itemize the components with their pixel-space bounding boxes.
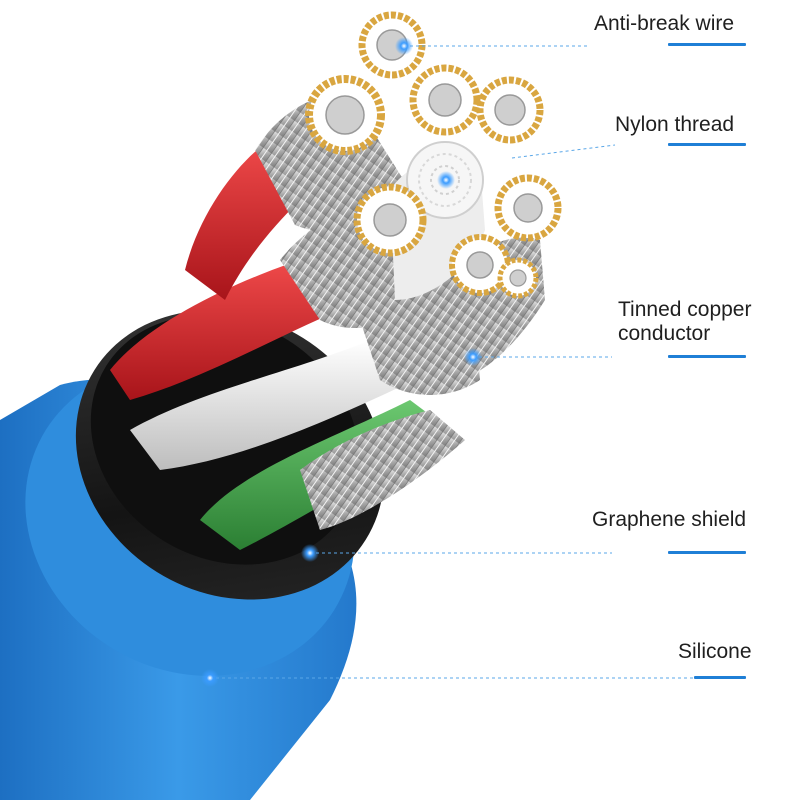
- marker-graphene-shield: [301, 544, 319, 562]
- label-nylon-thread: Nylon thread: [615, 113, 735, 136]
- copper-strand-ends: [305, 11, 562, 299]
- underline-silicone: [694, 676, 746, 679]
- underline-tinned-copper: [668, 355, 746, 358]
- callout-markers: [201, 37, 482, 687]
- label-anti-break-wire: Anti-break wire: [594, 12, 735, 35]
- marker-tinned-copper: [464, 348, 482, 366]
- marker-nylon-thread: [437, 171, 455, 189]
- underline-anti-break-wire: [668, 43, 746, 46]
- label-graphene-shield: Graphene shield: [592, 508, 747, 531]
- underline-graphene-shield: [668, 551, 746, 554]
- underline-nylon-thread: [668, 143, 746, 146]
- marker-anti-break-wire: [395, 37, 413, 55]
- label-silicone: Silicone: [678, 640, 752, 663]
- leader-lines: [210, 45, 700, 679]
- label-tinned-copper-line1: Tinned copper: [618, 298, 752, 321]
- label-tinned-copper-line2: conductor: [618, 322, 711, 345]
- marker-silicone: [201, 669, 219, 687]
